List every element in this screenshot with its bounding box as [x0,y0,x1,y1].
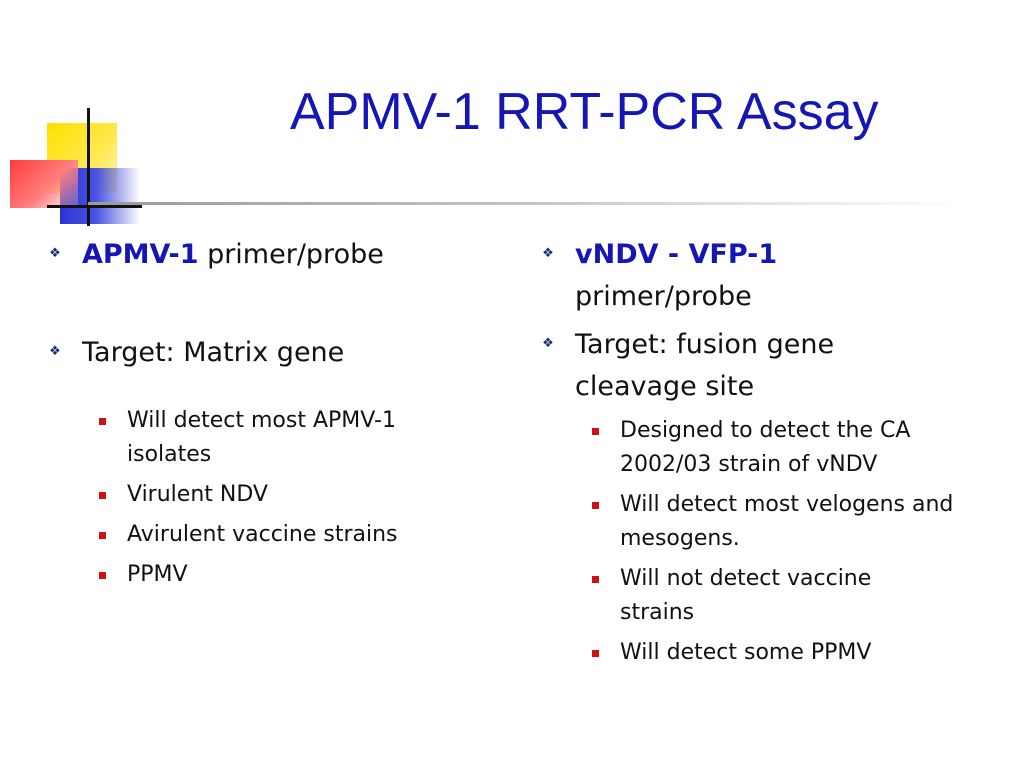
diamond-cluster-icon: ❖ [542,336,554,351]
title-underline-rule [88,202,968,205]
red-square-icon [592,576,599,583]
bullet-primer-probe: ❖ vNDV - VFP-1 primer/probe [538,234,978,318]
red-square-icon [592,502,599,509]
red-square-icon [99,532,106,539]
red-square-icon [99,572,106,579]
diamond-cluster-icon: ❖ [49,344,61,359]
list-item: Designed to detect the CA 2002/03 strain… [538,414,920,482]
decor-vertical-line [87,108,90,226]
list-item: PPMV [45,558,485,592]
bullet-text: primer/probe [575,281,752,312]
list-item: Avirulent vaccine strains [45,518,485,552]
list-item-text: Avirulent vaccine strains [127,522,398,547]
list-item: Will detect most APMV-1 isolates [45,404,485,472]
bullet-target: ❖ Target: fusion gene cleavage site [538,324,905,408]
left-column: ❖ APMV-1 primer/probe ❖ Target: Matrix g… [45,234,485,592]
diamond-cluster-icon: ❖ [542,246,554,261]
list-item: Virulent NDV [45,478,485,512]
red-square-icon [592,650,599,657]
right-column: ❖ vNDV - VFP-1 primer/probe ❖ Target: fu… [538,234,978,670]
bullet-target: ❖ Target: Matrix gene [45,332,485,374]
list-item: Will not detect vaccine strains [538,562,940,630]
left-sublist: Will detect most APMV-1 isolates Virulen… [45,404,485,592]
diamond-cluster-icon: ❖ [49,246,61,261]
decor-red-square [10,160,78,208]
red-square-icon [99,418,106,425]
list-item-text: Will not detect vaccine strains [620,566,872,625]
list-item: Will detect some PPMV [538,636,978,670]
bullet-text: Target: fusion gene cleavage site [575,329,835,402]
right-sublist: Designed to detect the CA 2002/03 strain… [538,414,978,670]
bullet-emphasis: APMV-1 [82,239,199,270]
list-item-text: Designed to detect the CA 2002/03 strain… [620,418,911,477]
bullet-primer-probe: ❖ APMV-1 primer/probe [45,234,485,276]
slide-title: APMV-1 RRT-PCR Assay [290,83,879,141]
list-item: Will detect most velogens and mesogens. [538,488,970,556]
list-item-text: Will detect most APMV-1 isolates [127,408,396,467]
list-item-text: PPMV [127,562,188,587]
list-item-text: Will detect some PPMV [620,640,872,665]
decor-horizontal-line [47,205,142,208]
bullet-emphasis: vNDV - VFP-1 [575,239,778,270]
red-square-icon [592,428,599,435]
bullet-text: primer/probe [198,239,384,270]
bullet-text: Target: Matrix gene [82,337,345,368]
list-item-text: Will detect most velogens and mesogens. [620,492,954,551]
list-item-text: Virulent NDV [127,482,268,507]
red-square-icon [99,492,106,499]
